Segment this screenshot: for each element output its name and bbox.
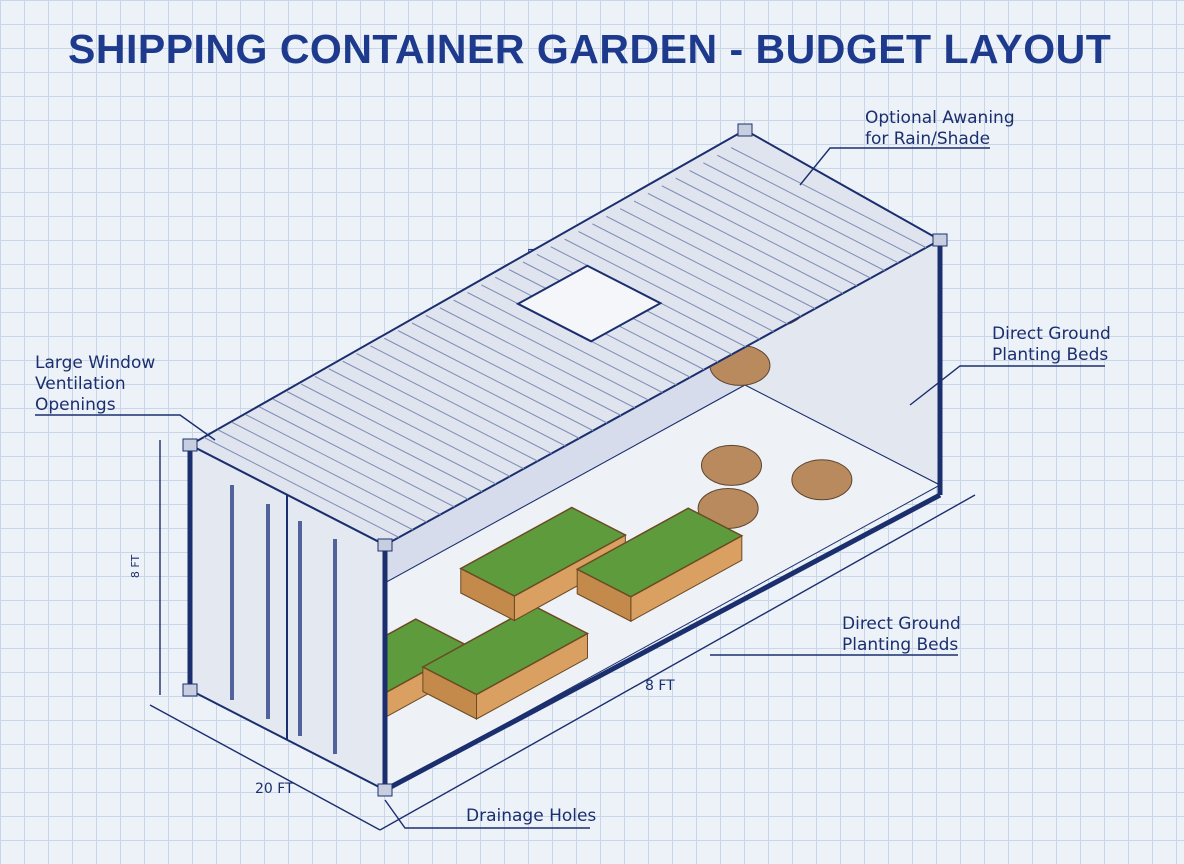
roof-rib (689, 170, 885, 271)
dimension-height: 8 FT (129, 554, 143, 579)
callout-ground-beds-lower-line1: Direct Ground (842, 614, 961, 634)
roof-rib (203, 436, 400, 538)
roof-rib (217, 429, 413, 531)
callout-windows-line1: Large Window (35, 353, 156, 373)
leader-line (799, 147, 990, 186)
roof-rib (370, 345, 566, 447)
roof-rib (231, 421, 427, 523)
corner-casting (932, 233, 948, 247)
roof-rib (619, 208, 816, 310)
roof-rib (245, 414, 441, 515)
roof-window-opening (515, 264, 663, 343)
roof-rib (384, 337, 580, 439)
corner-casting (377, 538, 393, 552)
bed-plants (421, 605, 590, 696)
ground-planting-bed (791, 459, 853, 501)
roof-rib (633, 200, 830, 302)
roof-rib (425, 314, 622, 416)
roof-rib (661, 185, 857, 287)
container-shell (182, 123, 948, 797)
roof-rib (300, 383, 497, 485)
roof-rib (564, 238, 760, 340)
roof-rib (578, 231, 774, 332)
corner-casting (737, 123, 753, 137)
roof-rib (592, 223, 788, 325)
leader-lines (35, 147, 1105, 831)
roof-rib (453, 299, 649, 401)
callout-awning-line2: for Rain/Shade (865, 129, 991, 149)
diagram-title: SHIPPING CONTAINER GARDEN - BUDGET LAYOU… (68, 26, 1112, 72)
roof-rib (356, 353, 552, 454)
callout-drainage: Drainage Holes (466, 806, 597, 826)
callout-awning-line1: Optional Awaning (865, 108, 1015, 128)
bed-plants (575, 507, 744, 598)
raised-bed (575, 507, 744, 623)
corner-casting (182, 683, 198, 697)
callout-windows: Large Window Ventilation Openings (35, 353, 155, 416)
callout-windows-line3: Openings (35, 395, 116, 415)
leader-line (149, 704, 381, 831)
roof-rib (328, 368, 524, 470)
roof-rib (717, 154, 913, 256)
callout-windows-line2: Ventilation (35, 374, 126, 394)
roof-rib (647, 192, 844, 294)
roof-rib (397, 330, 594, 432)
roof-rib (606, 215, 802, 317)
bed-plants (459, 506, 627, 597)
leader-line (909, 365, 1105, 406)
roof-rib (703, 162, 899, 264)
raised-bed (459, 506, 627, 622)
raised-bed (421, 605, 590, 720)
callout-ground-beds-lower: Direct Ground Planting Beds (842, 614, 961, 656)
roof-rib (342, 360, 538, 462)
dimension-width: 8 FT (645, 678, 675, 694)
roof-rib (273, 398, 469, 500)
corner-casting (377, 783, 393, 797)
leader-line (379, 494, 976, 831)
roof-rib (730, 147, 927, 249)
callout-awning: Optional Awaning for Rain/Shade (865, 108, 1015, 150)
roof-rib (286, 391, 483, 493)
callout-ground-beds-lower-line2: Planting Beds (842, 635, 959, 655)
roof-rib (439, 307, 635, 409)
roof-rib (314, 375, 511, 477)
bottom-rail (383, 492, 942, 793)
dimension-length: 20 FT (255, 781, 294, 797)
roof-rib (675, 177, 871, 279)
roof-rib (467, 292, 663, 393)
callout-ground-beds-upper-line1: Direct Ground (992, 324, 1111, 344)
corner-casting (182, 438, 198, 452)
leader-line (384, 799, 590, 829)
ground-planting-bed (701, 444, 762, 486)
roof-rib (259, 406, 455, 508)
callout-ground-beds-upper-line2: Planting Beds (992, 345, 1109, 365)
roof-rib (411, 322, 608, 424)
leader-line (35, 414, 216, 441)
callout-ground-beds-upper: Direct Ground Planting Beds (992, 324, 1111, 366)
